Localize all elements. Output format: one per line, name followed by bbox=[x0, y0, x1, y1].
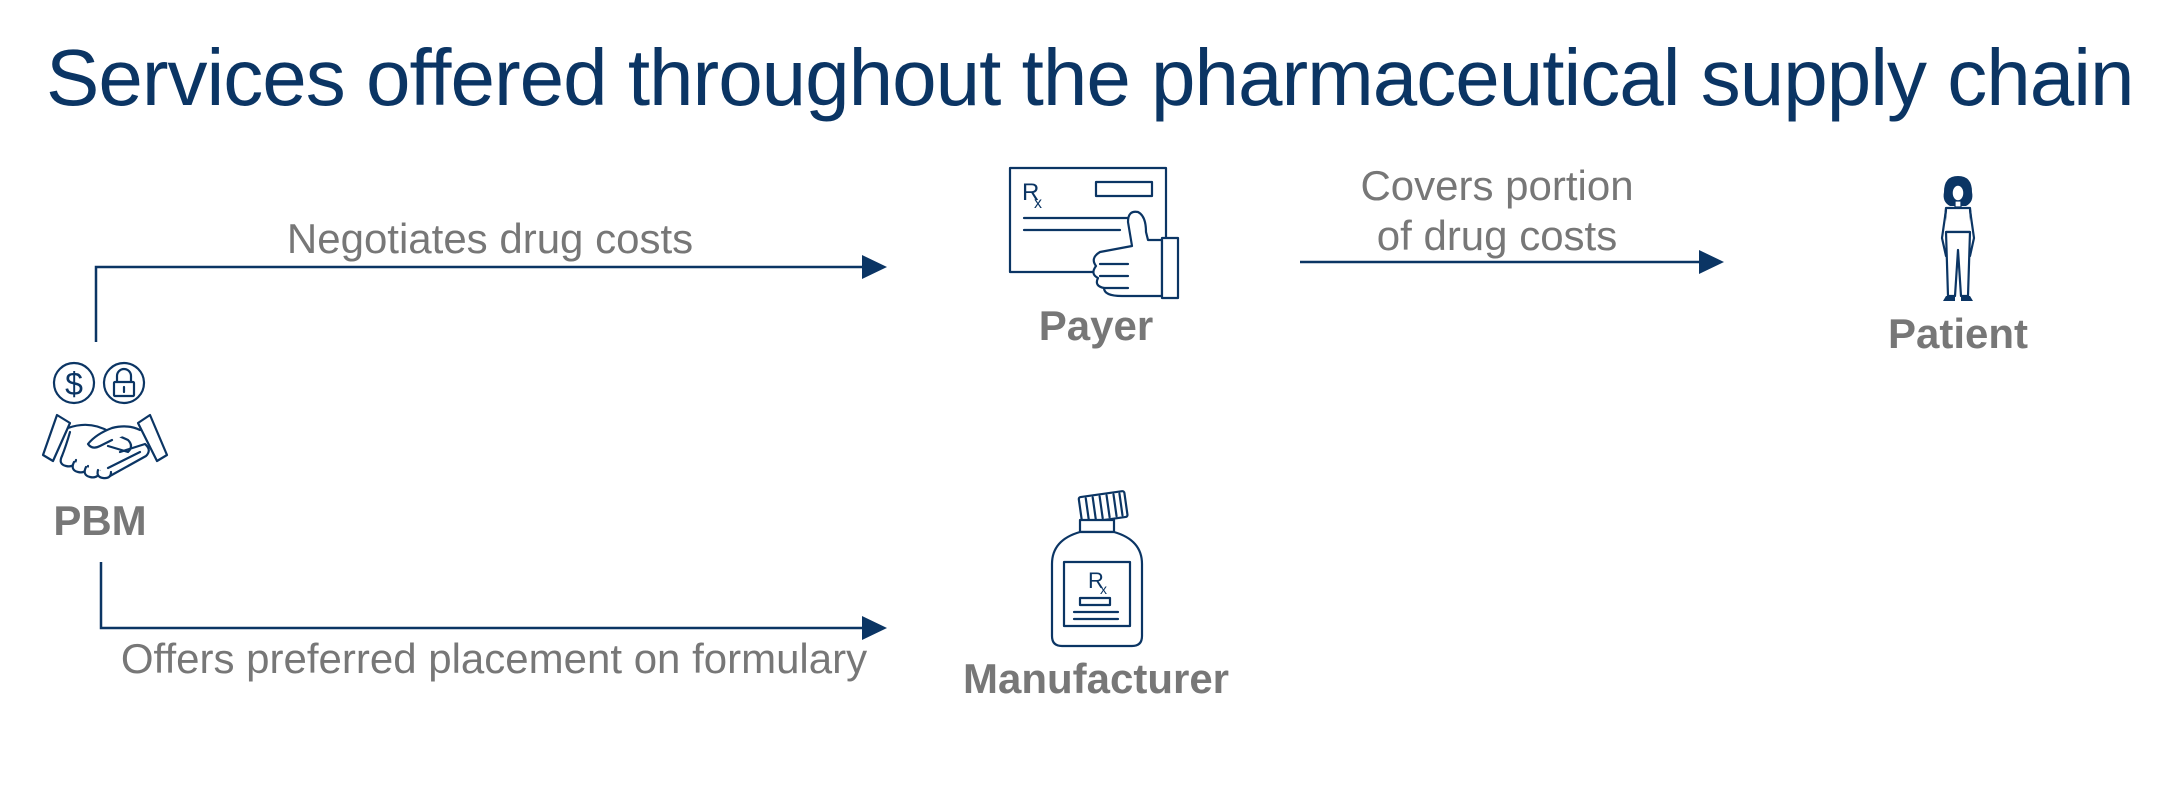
edge-payer-to-patient: Covers portion of drug costs bbox=[1300, 162, 1724, 274]
woman-figure-icon bbox=[1940, 176, 1976, 301]
handshake-icon bbox=[41, 413, 169, 480]
insurance-card-thumbs-up-icon: R x bbox=[1008, 166, 1180, 300]
edge-label-offers: Offers preferred placement on formulary bbox=[121, 635, 867, 682]
edge-label-covers-line2: of drug costs bbox=[1377, 212, 1617, 259]
medicine-bottle-icon: R x bbox=[1050, 490, 1144, 648]
page-title: Services offered throughout the pharmace… bbox=[46, 33, 2134, 122]
node-label-manufacturer: Manufacturer bbox=[963, 655, 1229, 702]
svg-text:R: R bbox=[1088, 568, 1104, 593]
arrowhead-icon bbox=[862, 255, 887, 279]
node-payer: R x Payer bbox=[1008, 166, 1180, 349]
node-label-patient: Patient bbox=[1888, 310, 2028, 357]
svg-text:R: R bbox=[1022, 179, 1039, 206]
edge-line-negotiates bbox=[94, 265, 865, 342]
node-manufacturer: R x Manufacturer bbox=[963, 490, 1229, 702]
edge-pbm-to-manufacturer: Offers preferred placement on formulary bbox=[99, 562, 887, 682]
node-label-payer: Payer bbox=[1039, 302, 1153, 349]
node-pbm: $ PBM bbox=[41, 361, 169, 544]
svg-text:$: $ bbox=[65, 366, 83, 402]
dollar-icon: $ bbox=[52, 361, 96, 405]
lock-icon bbox=[102, 361, 146, 405]
svg-text:x: x bbox=[1100, 581, 1107, 597]
svg-text:x: x bbox=[1034, 195, 1042, 212]
edge-label-negotiates: Negotiates drug costs bbox=[287, 215, 693, 262]
node-label-pbm: PBM bbox=[53, 497, 146, 544]
arrowhead-icon bbox=[1699, 250, 1724, 274]
arrowhead-icon bbox=[862, 616, 887, 640]
edge-label-covers-line1: Covers portion bbox=[1360, 162, 1633, 209]
edge-line-offers bbox=[99, 562, 865, 630]
edge-pbm-to-payer: Negotiates drug costs bbox=[94, 215, 887, 342]
node-patient: Patient bbox=[1888, 176, 2028, 357]
